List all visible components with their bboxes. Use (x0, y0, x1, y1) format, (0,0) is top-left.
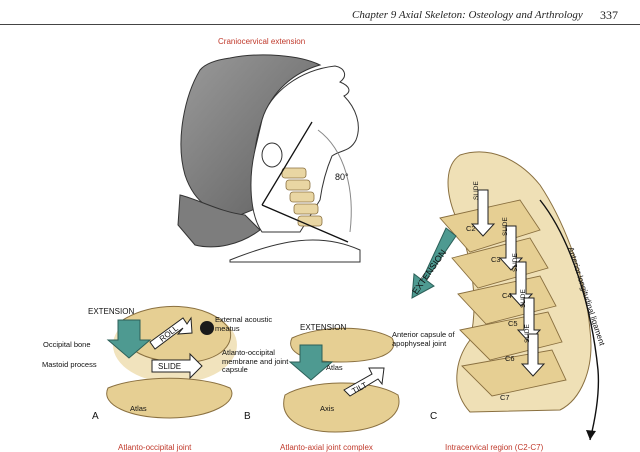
panel-a-letter: A (92, 411, 99, 422)
panel-b-letter: B (244, 411, 251, 422)
angle-label: 80° (335, 172, 349, 182)
panel-c-letter: C (430, 411, 438, 422)
panel-a-atlas-label: Atlas (130, 404, 147, 413)
panel-c-caption: Intracervical region (C2-C7) (445, 443, 544, 452)
level-c7-label: C7 (500, 393, 510, 402)
panel-a-slide-label: SLIDE (158, 362, 181, 371)
level-c2-label: C2 (466, 224, 476, 233)
panel-b-axis-label: Axis (320, 404, 335, 413)
panel-b-extension-label: EXTENSION (300, 323, 347, 332)
panel-c-artwork (411, 151, 600, 441)
slide-c6-label: SLIDE (524, 324, 531, 343)
level-c3-label: C3 (491, 255, 501, 264)
anterior-capsule-label: Anterior capsule of apophyseal joint (392, 330, 455, 348)
external-acoustic-meatus-label: External acoustic meatus (215, 315, 273, 333)
panel-b-atlas-label: Atlas (326, 363, 343, 372)
slide-c3-label: SLIDE (502, 217, 509, 236)
page-number: 337 (600, 8, 618, 22)
slide-c5-label: SLIDE (520, 289, 527, 308)
panel-a-artwork (106, 306, 237, 419)
slide-c4-label: SLIDE (512, 253, 519, 272)
page-header: Chapter 9 Axial Skeleton: Osteology and … (0, 0, 640, 25)
head-illustration (177, 54, 361, 263)
chapter-title: Chapter 9 Axial Skeleton: Osteology and … (352, 9, 583, 21)
occipital-bone-label: Occipital bone (43, 340, 91, 349)
panel-b-caption: Atlanto-axial joint complex (280, 443, 373, 452)
level-c6-label: C6 (505, 354, 515, 363)
mastoid-process-label: Mastoid process (42, 360, 97, 369)
slide-c2-label: SLIDE (473, 181, 480, 200)
top-title: Craniocervical extension (218, 37, 306, 46)
panel-b-artwork (283, 327, 400, 433)
level-c5-label: C5 (508, 319, 518, 328)
atlanto-occipital-membrane-label: Atlanto-occipital membrane and joint cap… (222, 348, 289, 375)
panel-a-caption: Atlanto-occipital joint (118, 443, 192, 452)
panel-a-extension-label: EXTENSION (88, 307, 135, 316)
level-c4-label: C4 (502, 291, 512, 300)
